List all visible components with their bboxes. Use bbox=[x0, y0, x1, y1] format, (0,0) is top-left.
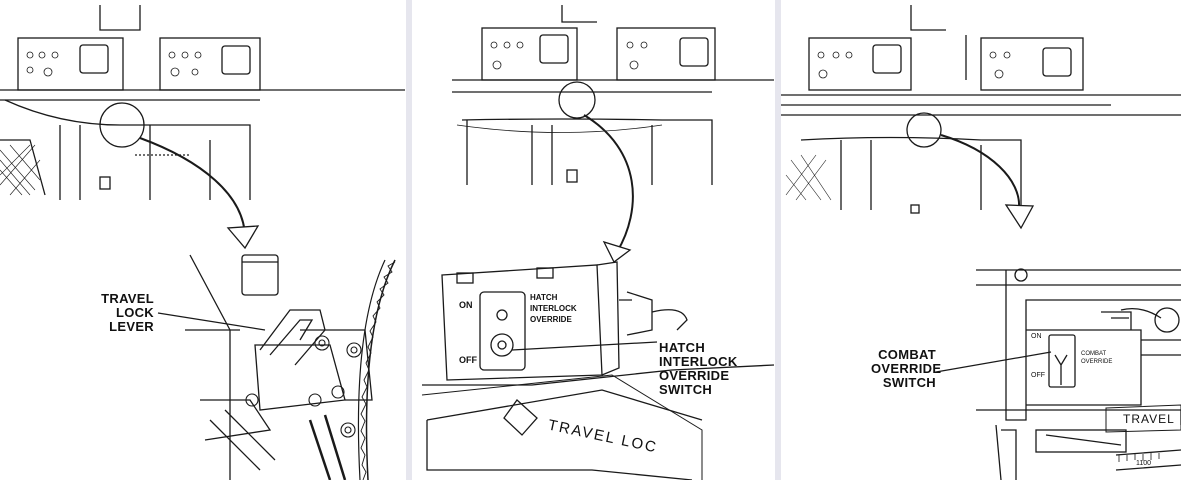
callout-line: LEVER bbox=[109, 319, 154, 334]
radio-unit-right bbox=[980, 37, 1084, 91]
combat-override-switch-shape bbox=[1048, 334, 1076, 388]
callout-line: SWITCH bbox=[882, 375, 936, 390]
callout-hatch-interlock-switch: HATCH INTERLOCK OVERRIDE SWITCH bbox=[659, 341, 774, 397]
panel-hatch-interlock: HATCH INTERLOCK OVERRIDE SWITCH ON OFF H… bbox=[412, 0, 774, 480]
panel-divider bbox=[775, 0, 781, 480]
base-plate-text: TRAVEL bbox=[1123, 412, 1175, 426]
off-label: OFF bbox=[1031, 372, 1045, 379]
on-label: ON bbox=[459, 300, 473, 310]
off-label: OFF bbox=[459, 355, 477, 365]
plate-line: HATCH bbox=[530, 293, 558, 302]
radio-unit-right bbox=[616, 27, 716, 81]
travel-lock-illustration bbox=[0, 5, 405, 480]
callout-line: OVERRIDE bbox=[871, 361, 942, 376]
panel-divider bbox=[406, 0, 412, 480]
plate-line: OVERRIDE bbox=[1081, 359, 1113, 365]
switch-plate-text: HATCH INTERLOCK OVERRIDE bbox=[530, 292, 577, 325]
combat-override-illustration bbox=[781, 5, 1181, 480]
radio-unit-left bbox=[808, 37, 912, 91]
panel-travel-lock: TRAVEL LOCK LEVER bbox=[0, 0, 405, 480]
scale-text: 1100 bbox=[1136, 460, 1152, 467]
plate-line: COMBAT bbox=[1081, 351, 1107, 357]
radio-unit-left bbox=[481, 27, 578, 81]
on-label: ON bbox=[1031, 333, 1042, 340]
callout-line: LOCK bbox=[115, 305, 154, 320]
callout-line: OVERRIDE SWITCH bbox=[659, 368, 730, 397]
switch-plate-text: COMBAT OVERRIDE bbox=[1081, 350, 1112, 366]
plate-line: INTERLOCK bbox=[530, 304, 577, 313]
hatch-interlock-illustration bbox=[421, 5, 774, 480]
callout-line: TRAVEL bbox=[101, 291, 154, 306]
plate-line: OVERRIDE bbox=[530, 315, 572, 324]
callout-combat-override-switch: COMBAT OVERRIDE SWITCH bbox=[871, 347, 942, 390]
panel-combat-override: COMBAT OVERRIDE SWITCH ON OFF COMBAT OVE… bbox=[781, 0, 1181, 480]
callout-travel-lock-lever: TRAVEL LOCK LEVER bbox=[96, 292, 154, 334]
callout-line: COMBAT bbox=[878, 347, 936, 362]
callout-line: HATCH INTERLOCK bbox=[659, 340, 738, 369]
